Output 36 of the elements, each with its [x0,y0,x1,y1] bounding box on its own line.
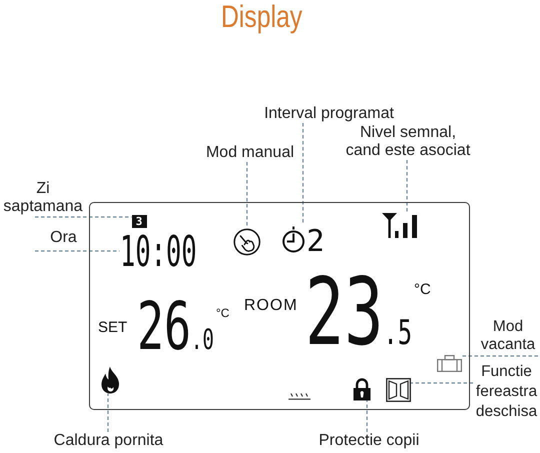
leader-line [406,160,408,212]
leader-line [246,162,248,228]
unit-label: °C [414,281,431,298]
clock-icon [282,224,304,252]
suitcase-icon [436,354,462,372]
flame-icon [100,366,120,394]
leader-line [107,394,109,432]
leader-line [302,123,304,224]
callout-label: Protectie copii [315,432,423,450]
callout-label: Functie fereastra deschisa [473,362,540,422]
leader-line [35,216,132,218]
title: Display [221,0,302,33]
time-readout: 10:00 [120,236,196,270]
callout-label: Interval programat [259,105,399,123]
callout-label: Mod manual [203,144,297,162]
callout-label: Ora [35,229,92,251]
temperature-readout: 26.0 [137,302,214,353]
leader-line [366,400,368,432]
lcd-display [89,202,470,410]
day-number: 3 [132,214,146,228]
room-label: ROOM [244,297,298,315]
hand-icon [232,228,262,256]
signal-icon [382,212,420,238]
unit-label: °C [216,306,230,320]
callout-label: Nivel semnal, cand este asociat [344,124,472,160]
leader-line [410,382,473,384]
leader-line [35,250,120,252]
leader-line [462,355,538,357]
lock-icon [352,378,370,400]
callout-label: Mod vacanta [478,318,538,356]
callout-label: Zi saptamana [2,180,84,217]
temperature-readout: 23.5 [305,277,412,349]
callout-label: Caldura pornita [52,432,165,450]
set-label: SET [98,318,128,336]
window-icon [386,378,410,402]
program-number: 2 [306,230,325,253]
